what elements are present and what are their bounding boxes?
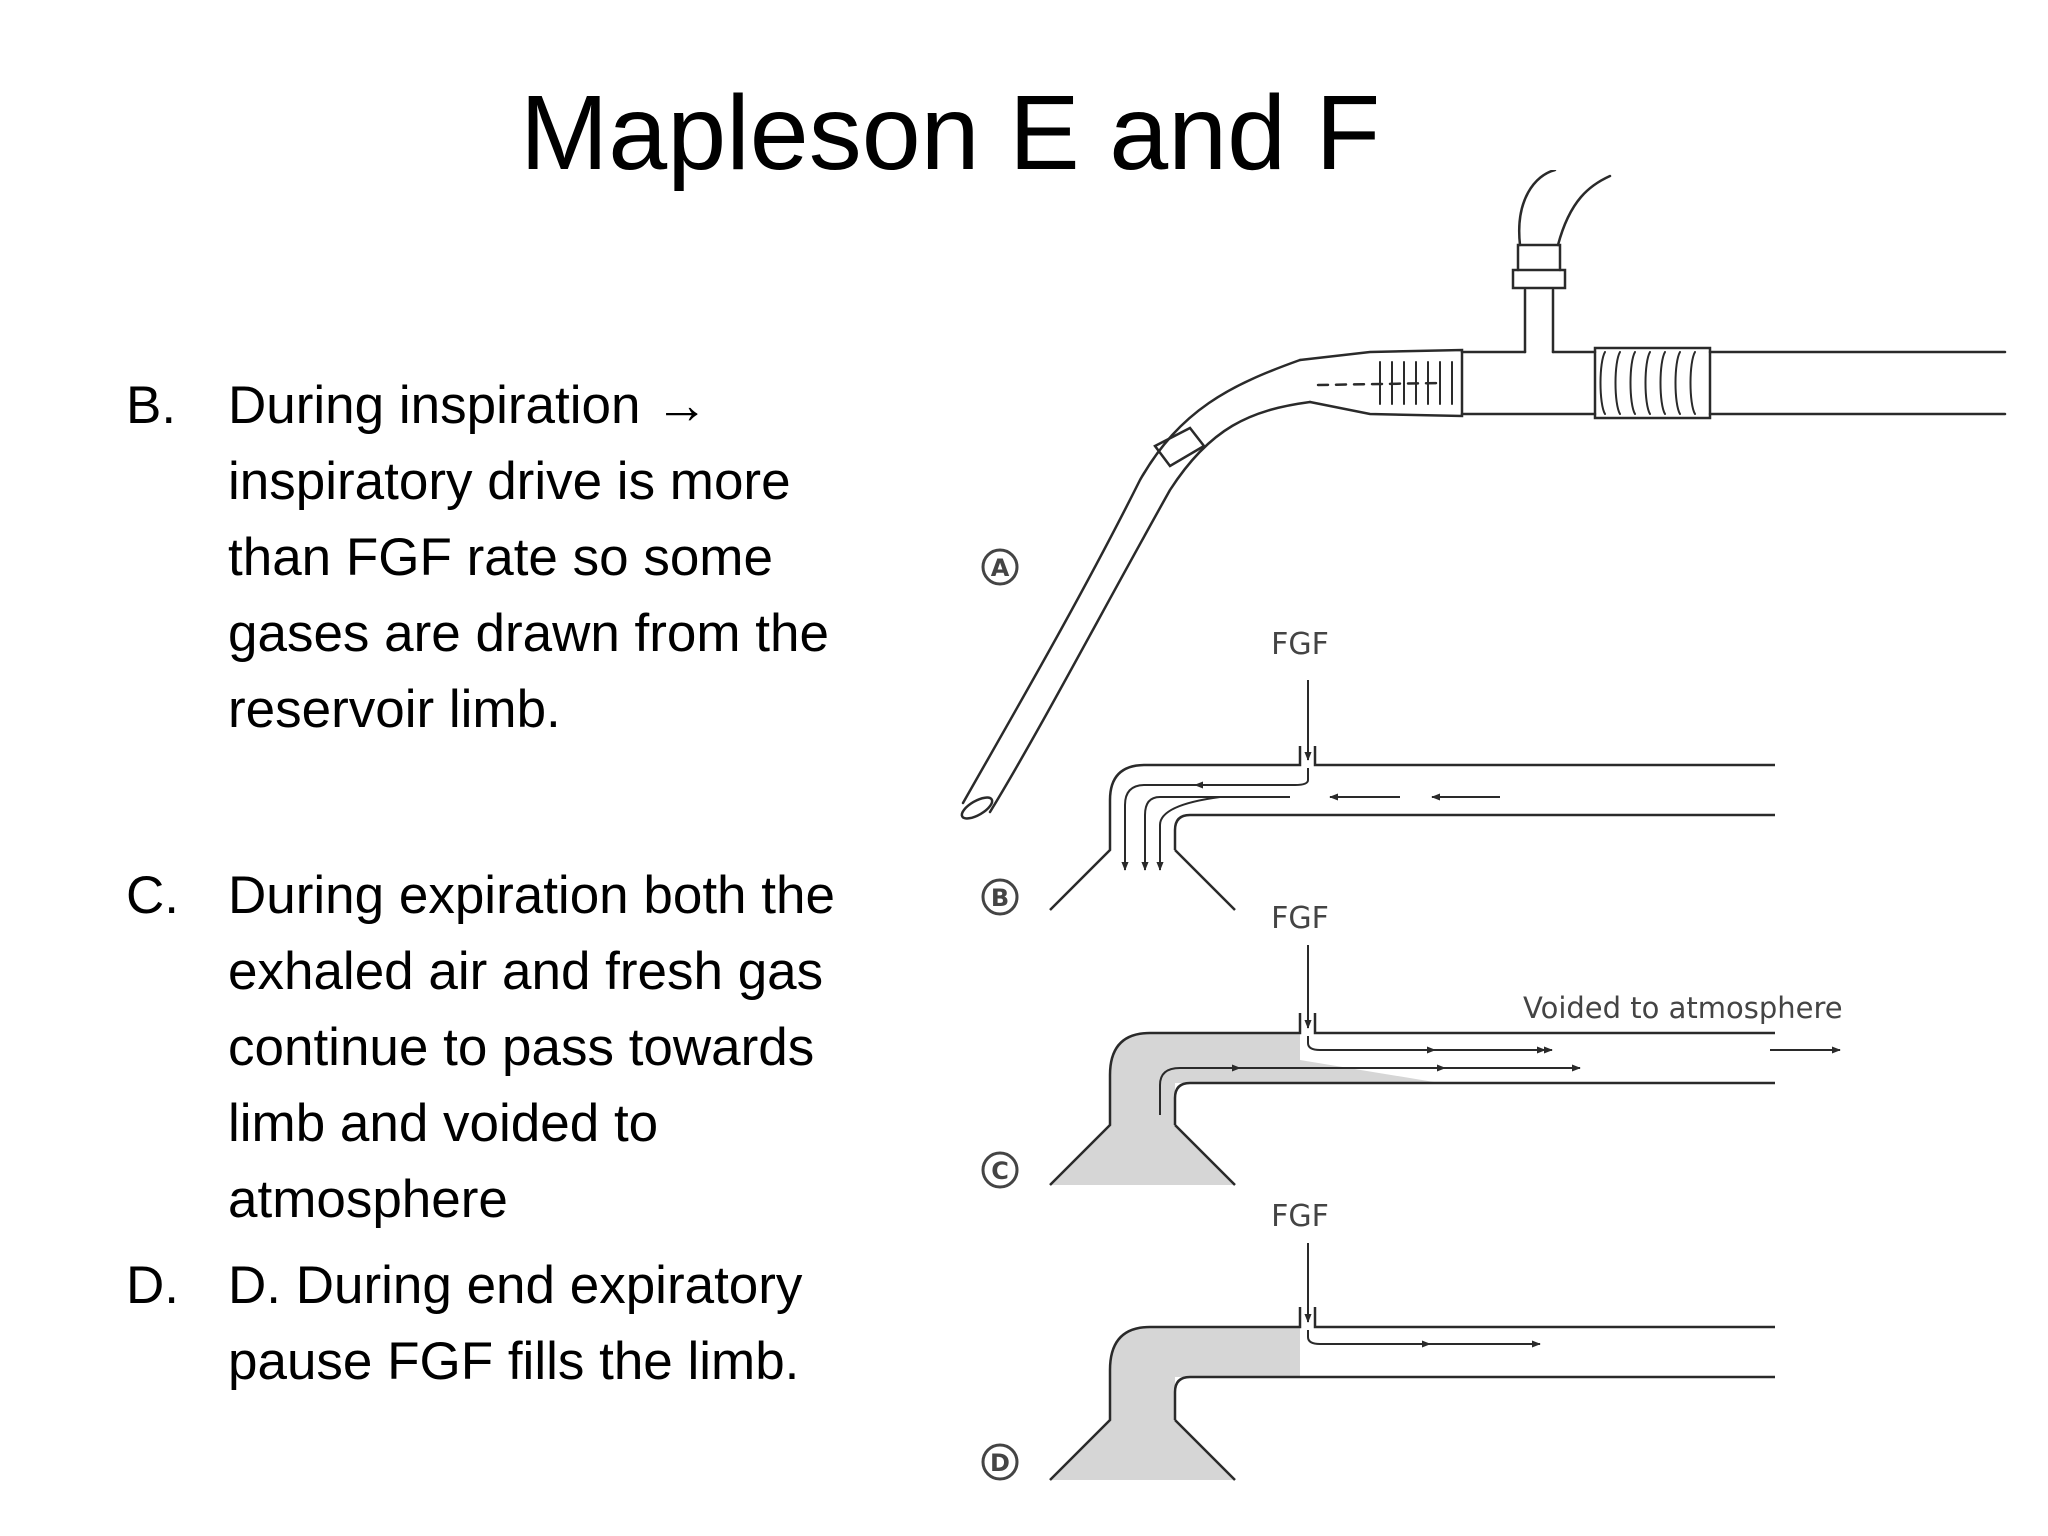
- bullet-text: D. During end expiratory pause FGF fills…: [228, 1256, 803, 1391]
- bullet-marker: C.: [126, 866, 179, 925]
- bullet-item-b: B. During inspiration → inspiratory driv…: [120, 368, 880, 748]
- svg-text:A: A: [991, 554, 1010, 582]
- voided-to-atmosphere-label: Voided to atmosphere: [1523, 991, 1843, 1025]
- bullet-item-d: D. D. During end expiratory pause FGF fi…: [120, 1248, 880, 1400]
- fgf-label-d: FGF: [1271, 1199, 1329, 1234]
- svg-text:D: D: [990, 1449, 1010, 1477]
- panel-label-a: A: [981, 548, 1019, 586]
- panel-d-illustration: [1049, 1243, 1775, 1481]
- mapleson-diagram: A B C D FGF FGF FGF Voided to atmosphere: [940, 170, 2020, 1515]
- bullet-text: During inspiration → inspiratory drive i…: [228, 376, 829, 739]
- bullet-marker: B.: [126, 376, 177, 435]
- panel-label-d: D: [981, 1443, 1019, 1481]
- panel-b-illustration: [1049, 680, 1775, 911]
- slide-title: Mapleson E and F: [520, 74, 1381, 192]
- fgf-label-b: FGF: [1271, 627, 1329, 662]
- bullet-marker: D.: [126, 1256, 179, 1315]
- panel-c-illustration: [1049, 945, 1841, 1186]
- svg-text:C: C: [991, 1157, 1009, 1185]
- panel-a-illustration: [960, 170, 2007, 820]
- fgf-label-c: FGF: [1271, 901, 1329, 936]
- bullet-list: B. During inspiration → inspiratory driv…: [120, 368, 880, 1400]
- bullet-item-c: C. During expiration both the exhaled ai…: [120, 858, 880, 1238]
- svg-text:B: B: [991, 884, 1009, 912]
- panel-label-b: B: [981, 878, 1019, 916]
- panel-label-c: C: [981, 1151, 1019, 1189]
- bullet-text: During expiration both the exhaled air a…: [228, 866, 835, 1229]
